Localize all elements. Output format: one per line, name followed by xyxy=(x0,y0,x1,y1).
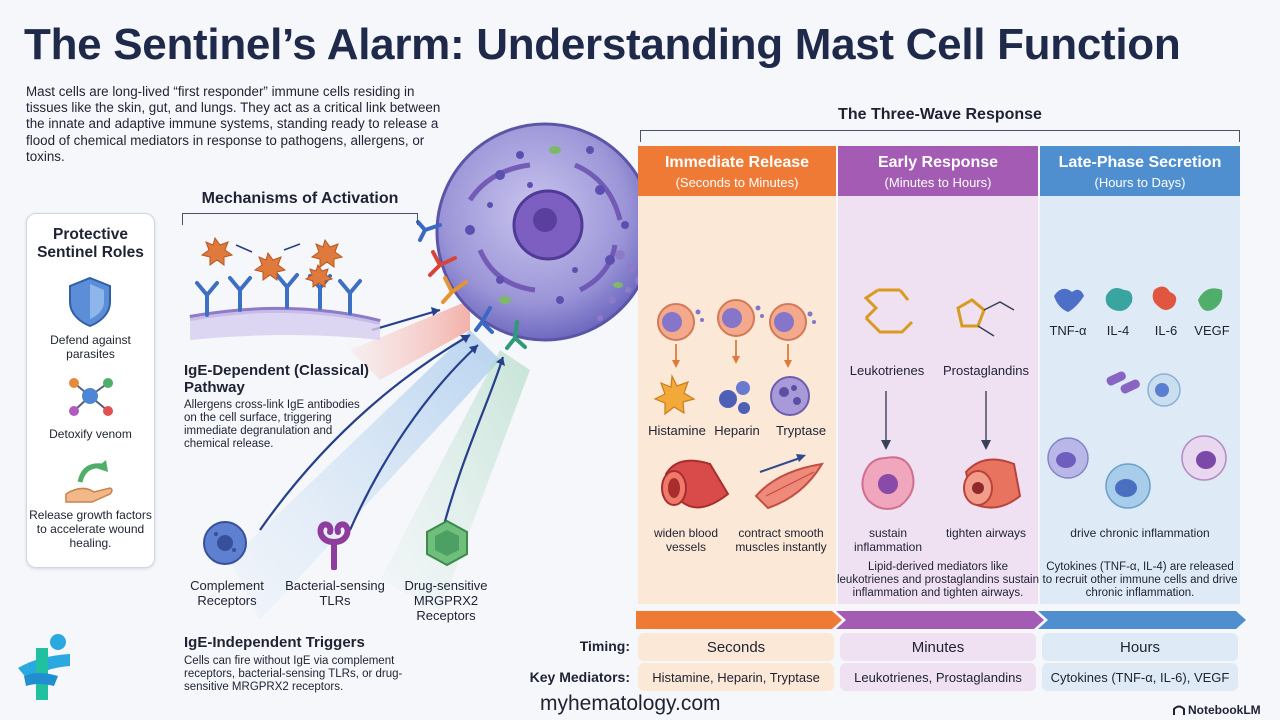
mrgprx2-icon xyxy=(426,519,468,567)
mediator-tryptase: Tryptase xyxy=(775,423,827,438)
activation-beam-green xyxy=(380,350,530,610)
receptor-label-tlr: Bacterial-sensing TLRs xyxy=(285,578,385,608)
effect-tighten-airways: tighten airways xyxy=(945,526,1027,540)
role-label-venom: Detoxify venom xyxy=(49,427,132,441)
prostaglandin-icon xyxy=(956,298,1015,337)
complement-receptor-icon xyxy=(203,521,247,565)
ige-dependent-title: IgE-Dependent (Classical) Pathway xyxy=(184,362,370,396)
wave-subtitle-early: (Minutes to Hours) xyxy=(884,175,992,190)
il-6-icon xyxy=(1152,286,1177,310)
mediator-heparin: Heparin xyxy=(714,423,760,438)
mediator-vegf: VEGF xyxy=(1194,323,1230,338)
wave-header-early: Early Response (Minutes to Hours) xyxy=(838,146,1038,196)
notebooklm-icon xyxy=(1173,705,1185,715)
timing-early: Minutes xyxy=(840,633,1036,661)
late-illustrations xyxy=(1047,286,1227,509)
role-label-parasites: Defend against parasites xyxy=(50,333,131,361)
wave-header-late: Late-Phase Secretion (Hours to Days) xyxy=(1040,146,1240,196)
key-mediators-late: Cytokines (TNF-α, IL-6), VEGF xyxy=(1042,663,1238,691)
early-caption: Lipid-derived mediators like leukotriene… xyxy=(836,561,1040,599)
smooth-muscle-icon xyxy=(754,454,824,510)
inflammation-cell-icon xyxy=(861,456,915,510)
effect-chronic-inflammation: drive chronic inflammation xyxy=(1070,526,1210,540)
roles-title: Protective Sentinel Roles xyxy=(37,226,144,261)
timing-immediate: Seconds xyxy=(638,633,834,661)
three-wave-bracket xyxy=(640,130,1240,142)
activation-beam-red xyxy=(350,300,470,380)
molecule-icon xyxy=(69,378,113,416)
heparin-icon xyxy=(719,381,750,414)
ige-independent-desc: Cells can fire without IgE via complemen… xyxy=(184,655,403,693)
effect-widen-vessels: widen blood vessels xyxy=(653,526,719,554)
intro-paragraph: Mast cells are long-lived “first respond… xyxy=(26,84,441,164)
key-mediators-immediate: Histamine, Heparin, Tryptase xyxy=(638,663,834,691)
timing-label: Timing: xyxy=(579,638,630,654)
vegf-icon xyxy=(1198,288,1223,311)
late-caption: Cytokines (TNF-α, IL-4) are released to … xyxy=(1042,561,1238,599)
leukotriene-icon xyxy=(863,288,914,334)
histamine-icon xyxy=(653,373,696,416)
early-illustrations xyxy=(861,288,1022,510)
myhematology-logo-icon xyxy=(18,634,70,700)
tnf-alpha-icon xyxy=(1054,288,1084,312)
immediate-illustrations xyxy=(653,299,824,510)
activation-bracket xyxy=(182,213,418,225)
immune-cells-icon xyxy=(1047,435,1227,509)
mediator-tnf-alpha: TNF-α xyxy=(1049,323,1087,338)
mediator-prostaglandins: Prostaglandins xyxy=(943,363,1029,378)
mediator-il-6: IL-6 xyxy=(1154,323,1178,338)
tryptase-icon xyxy=(770,376,810,416)
mediator-il-4: IL-4 xyxy=(1106,323,1130,338)
timeline-bar xyxy=(636,611,1246,629)
blood-vessel-icon xyxy=(661,459,730,509)
receptor-label-complement: Complement Receptors xyxy=(190,578,264,608)
tlr-icon xyxy=(317,521,351,570)
ige-dependent-desc: Allergens cross-link IgE antibodies on t… xyxy=(184,399,360,450)
wave-header-immediate: Immediate Release (Seconds to Minutes) xyxy=(638,146,836,196)
roles-panel xyxy=(26,213,155,568)
notebooklm-brand: NotebookLM xyxy=(1188,703,1261,717)
effect-contract-muscles: contract smooth muscles instantly xyxy=(735,526,827,554)
il-4-icon xyxy=(1105,288,1133,311)
page-title: The Sentinel’s Alarm: Understanding Mast… xyxy=(24,20,1181,69)
effect-sustain-inflammation: sustain inflammation xyxy=(853,526,923,554)
receptor-label-mrgprx2: Drug-sensitive MRGPRX2 Receptors xyxy=(404,578,488,623)
timing-late: Hours xyxy=(1042,633,1238,661)
activation-beam-blue xyxy=(230,330,500,620)
airway-icon xyxy=(963,458,1022,509)
mediator-histamine: Histamine xyxy=(648,423,706,438)
ige-independent-title: IgE-Independent Triggers xyxy=(184,634,365,651)
mediator-leukotrienes: Leukotrienes xyxy=(849,363,925,378)
shield-icon xyxy=(69,276,111,328)
wave-subtitle-late: (Hours to Days) xyxy=(1094,175,1186,190)
wave-subtitle-immediate: (Seconds to Minutes) xyxy=(675,175,799,190)
wave-title-early: Early Response xyxy=(877,154,999,171)
activation-title: Mechanisms of Activation xyxy=(201,190,399,207)
late-column xyxy=(1040,196,1240,604)
wave-title-late: Late-Phase Secretion xyxy=(1058,154,1222,171)
wave-title-immediate: Immediate Release xyxy=(664,154,810,171)
early-column xyxy=(838,196,1038,604)
role-label-wound-healing: Release growth factors to accelerate wou… xyxy=(29,508,152,550)
hand-growth-icon xyxy=(65,460,113,503)
website-label: myhematology.com xyxy=(540,692,721,715)
three-wave-title: The Three-Wave Response xyxy=(838,106,1042,123)
key-mediators-label: Key Mediators: xyxy=(529,669,630,685)
key-mediators-early: Leukotrienes, Prostaglandins xyxy=(840,663,1036,691)
